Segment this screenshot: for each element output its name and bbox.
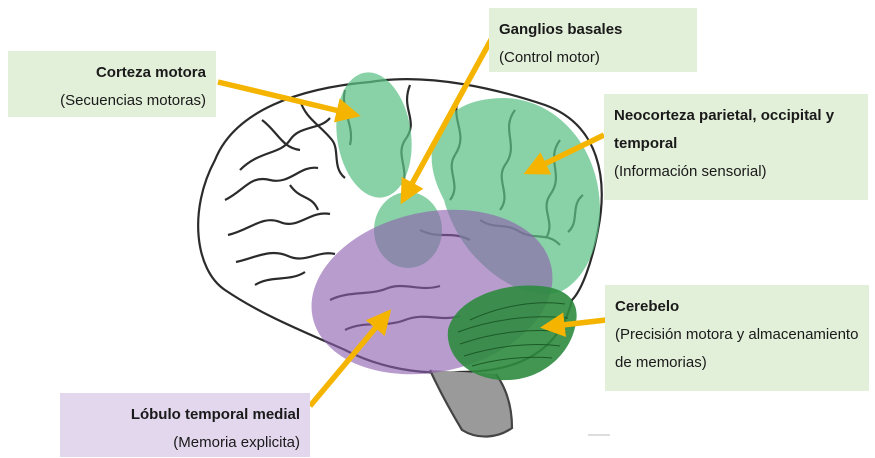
- label-subtitle: (Precisión motora y almacenamiento de me…: [615, 321, 865, 377]
- label-cerebelo: Cerebelo (Precisión motora y almacenamie…: [605, 285, 869, 391]
- label-subtitle: (Información sensorial): [614, 158, 864, 186]
- label-title: Corteza motora: [18, 59, 206, 87]
- label-ganglios-basales: Ganglios basales (Control motor): [489, 8, 697, 72]
- label-title: Cerebelo: [615, 293, 865, 321]
- label-subtitle: (Control motor): [499, 44, 687, 72]
- label-title: Neocorteza parietal, occipital y tempora…: [614, 102, 864, 158]
- label-lobulo-temporal-medial: Lóbulo temporal medial (Memoria explicit…: [60, 393, 310, 457]
- label-title: Ganglios basales: [499, 16, 687, 44]
- label-title: Lóbulo temporal medial: [70, 401, 300, 429]
- label-subtitle: (Memoria explicita): [70, 429, 300, 457]
- label-neocorteza: Neocorteza parietal, occipital y tempora…: [604, 94, 868, 200]
- label-subtitle: (Secuencias motoras): [18, 87, 206, 115]
- label-corteza-motora: Corteza motora (Secuencias motoras): [8, 51, 216, 117]
